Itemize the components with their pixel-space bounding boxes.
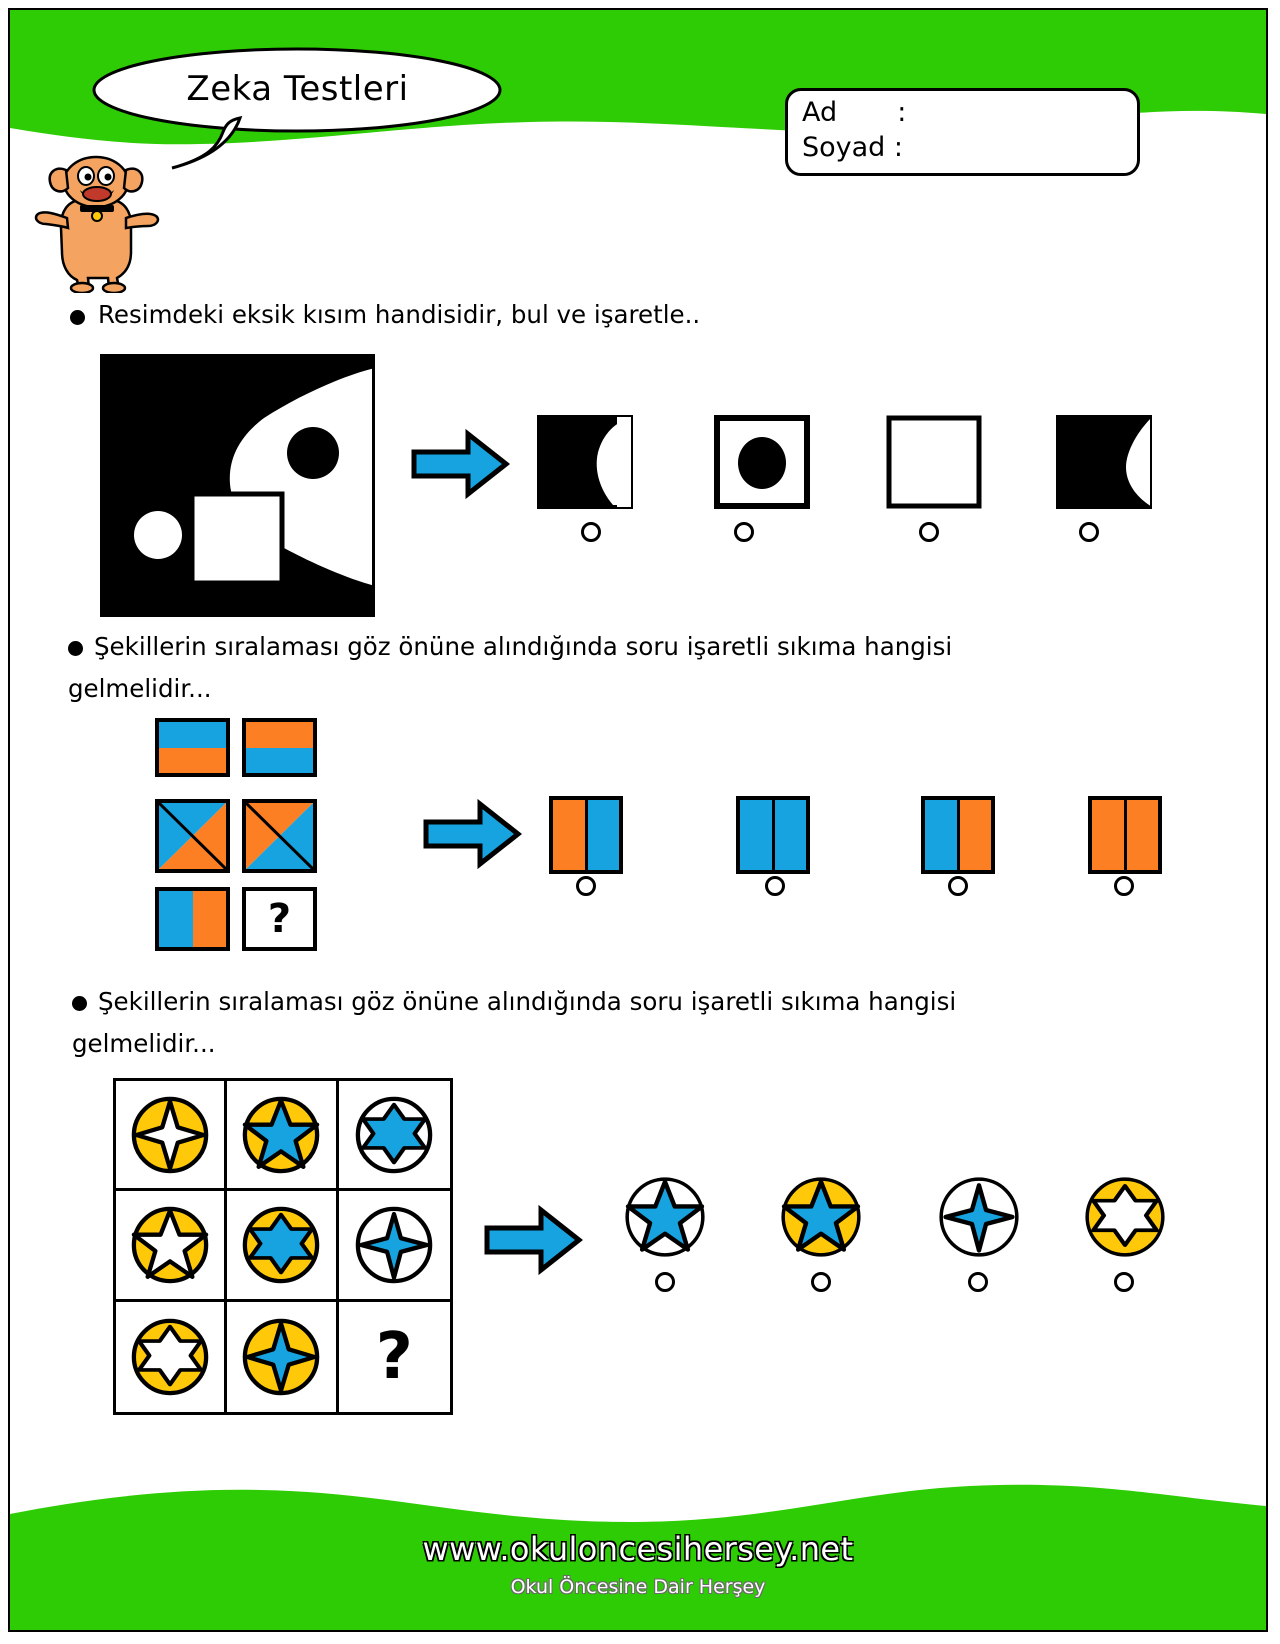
q2-option-right bbox=[958, 800, 991, 870]
q2-option-2-marker[interactable] bbox=[765, 876, 785, 896]
q2-question-mark: ? bbox=[267, 896, 292, 942]
q2-option-left bbox=[1092, 800, 1125, 870]
q3-option-4-marker[interactable] bbox=[1114, 1272, 1134, 1292]
q2-option-left bbox=[925, 800, 958, 870]
q2-option-4[interactable] bbox=[1088, 796, 1162, 874]
q3-grid-cell-r1c2 bbox=[227, 1081, 339, 1192]
q2-cell-part-b bbox=[192, 891, 226, 947]
q3-option-3-marker[interactable] bbox=[968, 1272, 988, 1292]
q2-cell-part-a bbox=[159, 891, 193, 947]
q1-prompt-image bbox=[100, 354, 375, 617]
q2-grid-cell-r1c2 bbox=[242, 718, 317, 777]
q2-option-right bbox=[586, 800, 619, 870]
q1-option-3-marker[interactable] bbox=[919, 522, 939, 542]
q3-option-3[interactable] bbox=[935, 1173, 1023, 1261]
surname-label: Soyad : bbox=[802, 132, 903, 163]
q2-grid-cell-r1c1 bbox=[155, 718, 230, 777]
q2-option-3[interactable] bbox=[921, 796, 995, 874]
q2-option-1-marker[interactable] bbox=[576, 876, 596, 896]
q2-cell-part-a bbox=[246, 722, 313, 748]
q3-grid-cell-r3c1 bbox=[116, 1301, 228, 1412]
q2-option-right bbox=[773, 800, 806, 870]
q1-option-4-marker[interactable] bbox=[1079, 522, 1099, 542]
q2-option-left bbox=[553, 800, 586, 870]
q2-option-3-marker[interactable] bbox=[948, 876, 968, 896]
title-speech-bubble: Zeka Testleri bbox=[90, 46, 505, 170]
q3-option-2[interactable] bbox=[777, 1173, 865, 1261]
q1-text: Resimdeki eksik kısım handisidir, bul ve… bbox=[98, 300, 701, 329]
q3-grid-cell-r3c2 bbox=[227, 1301, 339, 1412]
q2-option-right bbox=[1125, 800, 1158, 870]
q2-cell-part-b bbox=[246, 747, 313, 773]
green-bottom-banner bbox=[10, 1470, 1266, 1630]
q3-grid-cell-r1c3 bbox=[338, 1081, 450, 1192]
q2-grid-cell-r2c1 bbox=[155, 799, 230, 873]
q2-option-4-marker[interactable] bbox=[1114, 876, 1134, 896]
footer-tagline: Okul Öncesine Dair Herşey bbox=[510, 1576, 766, 1598]
q2-text-line1: Şekillerin sıralaması göz önüne alındığı… bbox=[94, 632, 953, 661]
q2-cell-part-a bbox=[159, 722, 226, 748]
q1-option-1-marker[interactable] bbox=[581, 522, 601, 542]
q3-pattern-grid: ? bbox=[113, 1078, 453, 1415]
q3-grid-cell-r2c3 bbox=[338, 1191, 450, 1302]
q3-text-line2: gelmelidir... bbox=[72, 1029, 216, 1058]
q3-text-line1: Şekillerin sıralaması göz önüne alındığı… bbox=[98, 987, 957, 1016]
q2-option-divider bbox=[1123, 800, 1127, 870]
q2-bullet bbox=[68, 641, 83, 656]
q3-question-mark: ? bbox=[375, 1319, 413, 1394]
q2-option-1[interactable] bbox=[549, 796, 623, 874]
q1-option-2[interactable] bbox=[714, 415, 810, 509]
q3-grid-cell-r2c1 bbox=[116, 1191, 228, 1302]
q1-option-3[interactable] bbox=[886, 415, 982, 509]
student-name-box[interactable]: Ad : Soyad : bbox=[785, 88, 1140, 176]
q2-arrow-icon bbox=[422, 798, 523, 874]
q3-arrow-icon bbox=[483, 1204, 584, 1280]
q1-bullet bbox=[70, 310, 85, 325]
q1-option-4[interactable] bbox=[1056, 415, 1152, 509]
q3-option-2-marker[interactable] bbox=[811, 1272, 831, 1292]
worksheet-page: Zeka Testleri bbox=[8, 8, 1268, 1632]
dog-mascot-icon bbox=[32, 148, 162, 295]
q3-option-1[interactable] bbox=[621, 1173, 709, 1261]
q3-grid-cell-question: ? bbox=[339, 1302, 450, 1412]
q2-grid-cell-question: ? bbox=[242, 887, 317, 951]
q3-grid-cell-r1c1 bbox=[116, 1081, 228, 1192]
q2-option-divider bbox=[956, 800, 960, 870]
q1-option-2-marker[interactable] bbox=[734, 522, 754, 542]
q2-option-left bbox=[740, 800, 773, 870]
q2-option-divider bbox=[584, 800, 588, 870]
q3-option-4[interactable] bbox=[1081, 1173, 1169, 1261]
q2-cell-part-b bbox=[159, 747, 226, 773]
q2-text-line2: gelmelidir... bbox=[68, 674, 212, 703]
name-label: Ad : bbox=[802, 97, 907, 128]
q2-option-2[interactable] bbox=[736, 796, 810, 874]
q2-grid-cell-r3c1 bbox=[155, 887, 230, 951]
footer-site-url[interactable]: www.okuloncesihersey.net bbox=[422, 1530, 854, 1568]
q3-grid-cell-r2c2 bbox=[227, 1191, 339, 1302]
q2-option-divider bbox=[771, 800, 775, 870]
q3-bullet bbox=[72, 996, 87, 1011]
q3-option-1-marker[interactable] bbox=[655, 1272, 675, 1292]
page-title: Zeka Testleri bbox=[186, 68, 409, 109]
q1-arrow-icon bbox=[410, 428, 511, 504]
q1-option-1[interactable] bbox=[537, 415, 633, 509]
q2-grid-cell-r2c2 bbox=[242, 799, 317, 873]
